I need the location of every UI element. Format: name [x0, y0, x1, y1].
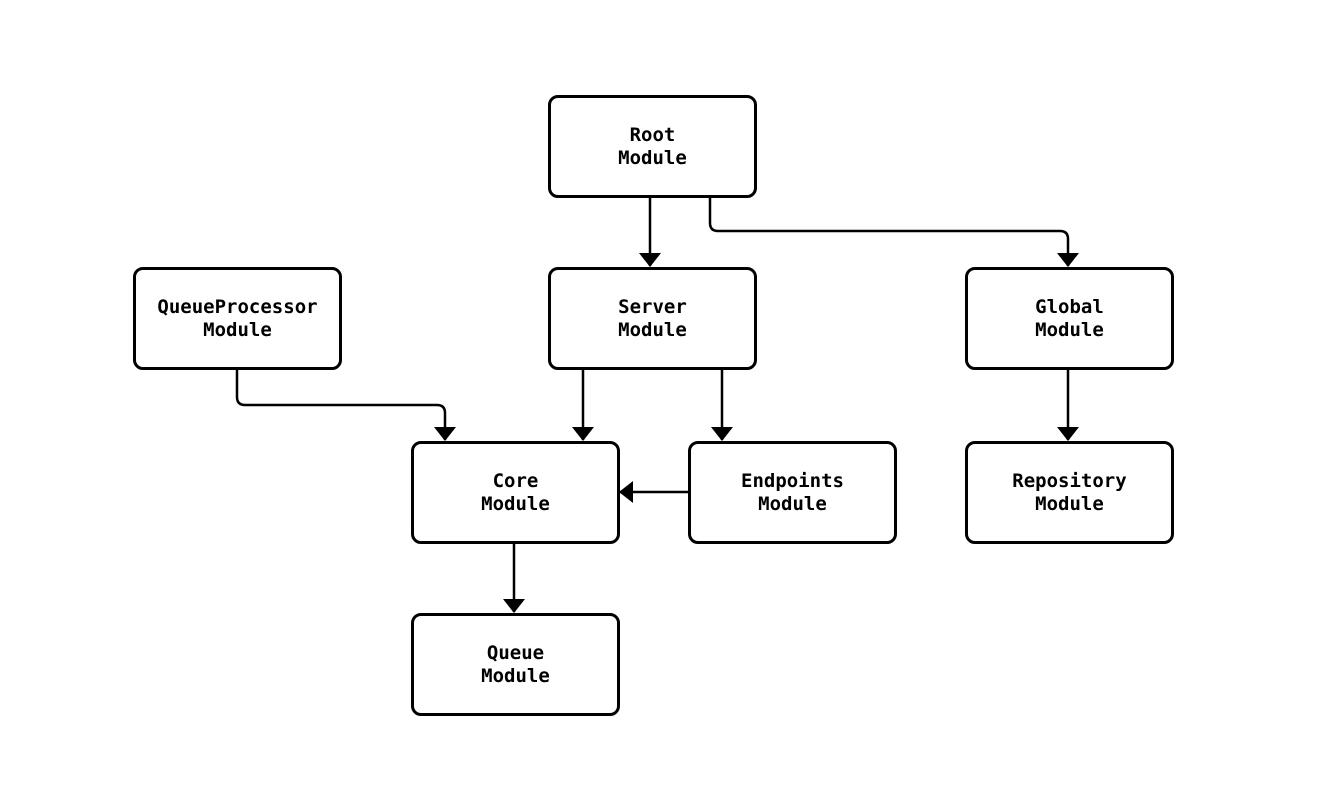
module-node-core: Core Module: [411, 441, 620, 544]
module-node-repository: Repository Module: [965, 441, 1174, 544]
module-node-label-core: Core Module: [481, 469, 550, 515]
module-node-server: Server Module: [548, 267, 757, 370]
module-node-label-server: Server Module: [618, 295, 687, 341]
module-node-queue: Queue Module: [411, 613, 620, 716]
module-node-label-endpoints: Endpoints Module: [741, 469, 844, 515]
module-node-label-root: Root Module: [618, 123, 687, 169]
module-node-label-global: Global Module: [1035, 295, 1104, 341]
module-node-endpoints: Endpoints Module: [688, 441, 897, 544]
module-node-queueprocessor: QueueProcessor Module: [133, 267, 342, 370]
module-node-global: Global Module: [965, 267, 1174, 370]
edge-root-to-global: [708, 198, 1079, 267]
module-node-label-repository: Repository Module: [1012, 469, 1127, 515]
module-node-root: Root Module: [548, 95, 757, 198]
module-node-label-queueprocessor: QueueProcessor Module: [157, 295, 318, 341]
edge-queueprocessor-to-core: [235, 370, 456, 441]
module-node-label-queue: Queue Module: [481, 641, 550, 687]
